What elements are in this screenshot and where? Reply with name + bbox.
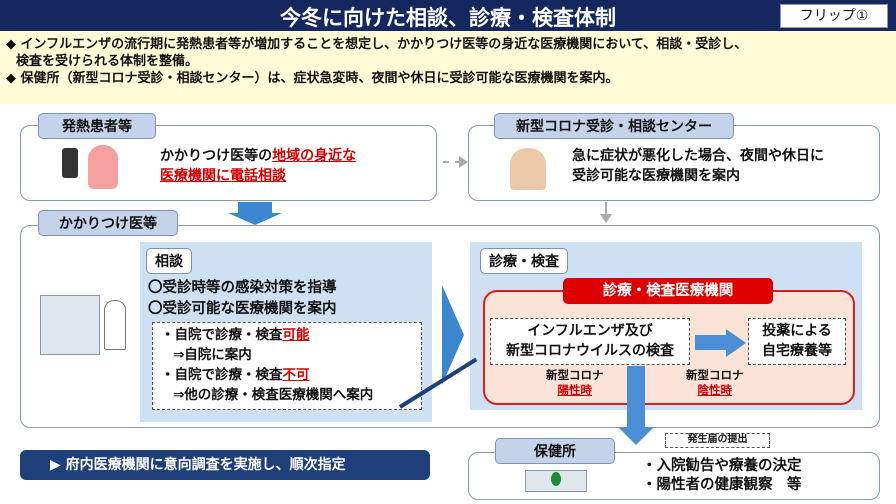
- positive-note: 新型コロナ陽性時: [546, 368, 604, 397]
- tree-icon: [551, 472, 561, 486]
- chevron-right-icon: [442, 285, 464, 385]
- exam-label: 診療・検査: [480, 248, 568, 274]
- consult-details: ・自院で診療・検査可能 ⇒自院に案内 ・自院で診療・検査不可 ⇒他の診療・検査医…: [152, 322, 422, 410]
- consult-items: 〇受診時等の感染対策を指導〇受診可能な医療機関を案内: [148, 280, 337, 317]
- health-center-duties: ・入院勧告や療養の決定・陽性者の健康観察 等: [642, 458, 802, 493]
- facility-label: 診療・検査医療機関: [563, 278, 773, 304]
- notice-label: 発生届の提出: [665, 433, 770, 448]
- summary-line: 検査を受けられる体制を整備。: [16, 54, 199, 69]
- doctor-icon: [104, 300, 126, 350]
- sick-person-icon: [88, 145, 118, 189]
- phone-icon: [62, 148, 78, 178]
- result-box: 投薬による自宅療養等: [748, 318, 846, 365]
- down-arrow: [627, 366, 645, 428]
- center-label: 新型コロナ受診・相談センター: [494, 113, 734, 139]
- gp-label: かかりつけ医等: [38, 210, 178, 236]
- summary-line: ◆ 保健所（新型コロナ受診・相談センター）は、症状急変時、夜間や休日に受診可能な…: [6, 71, 619, 86]
- health-center-label: 保健所: [495, 438, 615, 464]
- down-arrow-gray-icon: [600, 214, 612, 223]
- down-arrow-gray: [605, 202, 607, 216]
- arrow-dashed: [443, 161, 461, 163]
- arrow-right-icon: [726, 329, 746, 357]
- consult-label: 相談: [146, 248, 192, 274]
- test-box: インフルエンザ及び新型コロナウイルスの検査: [490, 318, 690, 365]
- negative-note: 新型コロナ陰性時: [686, 368, 744, 397]
- down-arrow-icon: [618, 427, 654, 445]
- title-bar: [0, 0, 896, 31]
- page-title: 今冬に向けた相談、診療・検査体制: [280, 6, 616, 30]
- patient-label: 発熱患者等: [38, 113, 156, 139]
- right-arrow: [695, 335, 727, 350]
- center-text: 急に症状が悪化した場合、夜間や休日に受診可能な医療機関を案内: [572, 148, 824, 184]
- down-arrow: [238, 202, 272, 214]
- patient-text: かかりつけ医等の地域の身近な医療機関に電話相談: [160, 148, 357, 184]
- down-arrow-icon: [228, 213, 282, 225]
- flip-label: フリップ①: [780, 4, 888, 28]
- operator-icon: [510, 148, 546, 190]
- clinic-building-icon: [40, 295, 100, 355]
- arrow-right-icon: [459, 156, 468, 168]
- summary: ◆ インフルエンザの流行期に発熱患者等が増加することを想定し、かかりつけ医等の身…: [0, 32, 896, 104]
- summary-line: ◆ インフルエンザの流行期に発熱患者等が増加することを想定し、かかりつけ医等の身…: [6, 37, 748, 52]
- survey-banner: ▶ 府内医療機関に意向調査を実施し、順次指定: [20, 450, 430, 480]
